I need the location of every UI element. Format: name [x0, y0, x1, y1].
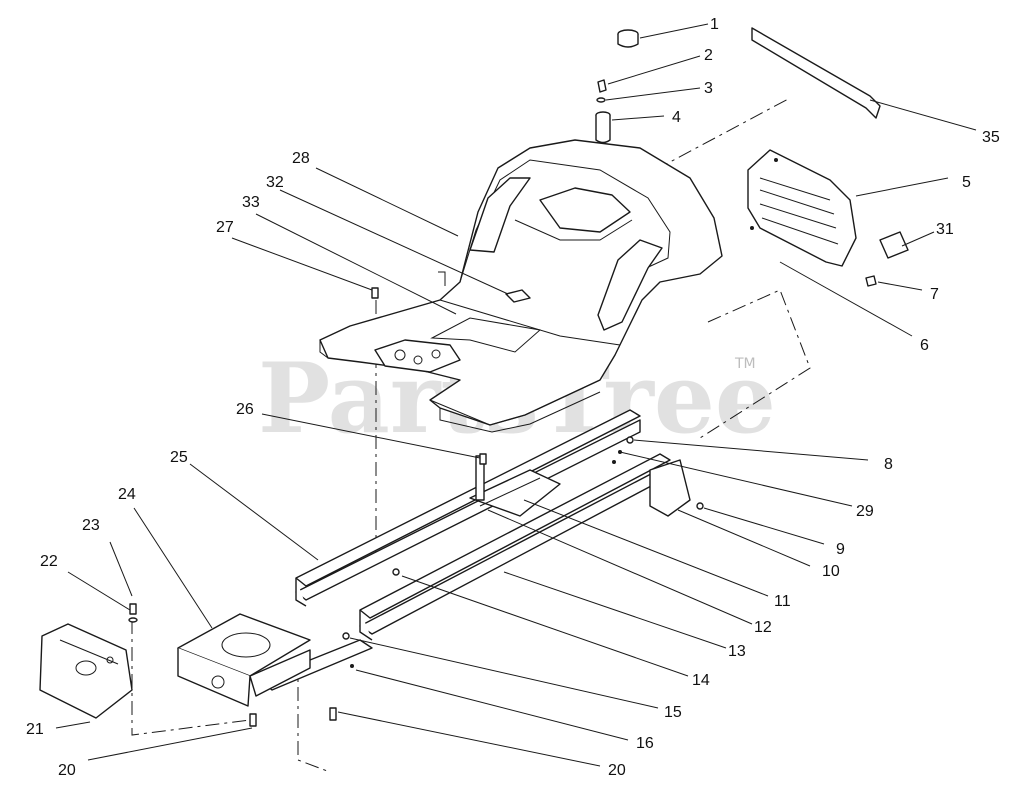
callout-3: 3 [704, 80, 713, 97]
callout-23: 23 [82, 517, 100, 534]
callout-20-left: 20 [58, 762, 76, 779]
callout-32: 32 [266, 174, 284, 191]
rear-panel [747, 27, 909, 287]
callout-35: 35 [982, 129, 1000, 146]
callout-24: 24 [118, 486, 136, 503]
watermark-tm: TM [734, 356, 756, 372]
callout-7: 7 [930, 286, 939, 303]
callout-4: 4 [672, 109, 681, 126]
bolt-26 [479, 453, 487, 465]
callouts: 1 2 3 4 5 6 7 8 9 10 11 12 13 14 15 16 2… [26, 16, 1000, 779]
leader-lines [55, 23, 977, 767]
callout-28: 28 [292, 150, 310, 167]
callout-20-right: 20 [608, 762, 626, 779]
callout-9: 9 [836, 541, 845, 558]
callout-8: 8 [884, 456, 893, 473]
callout-21: 21 [26, 721, 44, 738]
bolt-27 [371, 287, 379, 299]
front-bracket [177, 613, 311, 727]
callout-6: 6 [920, 337, 929, 354]
callout-2: 2 [704, 47, 713, 64]
callout-11: 11 [774, 593, 791, 610]
frame-rails [259, 409, 704, 721]
callout-10: 10 [822, 563, 840, 580]
callout-26: 26 [236, 401, 254, 418]
callout-33: 33 [242, 194, 260, 211]
callout-13: 13 [728, 643, 746, 660]
callout-27: 27 [216, 219, 234, 236]
callout-29: 29 [856, 503, 874, 520]
side-bracket [39, 603, 138, 719]
seat-adjust-knob-stack [595, 29, 639, 144]
callout-31: 31 [936, 221, 954, 238]
callout-1: 1 [710, 16, 719, 33]
callout-25: 25 [170, 449, 188, 466]
callout-15: 15 [664, 704, 682, 721]
callout-5: 5 [962, 174, 971, 191]
callout-12: 12 [754, 619, 772, 636]
fender-assembly [319, 139, 723, 433]
callout-16: 16 [636, 735, 654, 752]
callout-22: 22 [40, 553, 58, 570]
callout-14: 14 [692, 672, 710, 689]
